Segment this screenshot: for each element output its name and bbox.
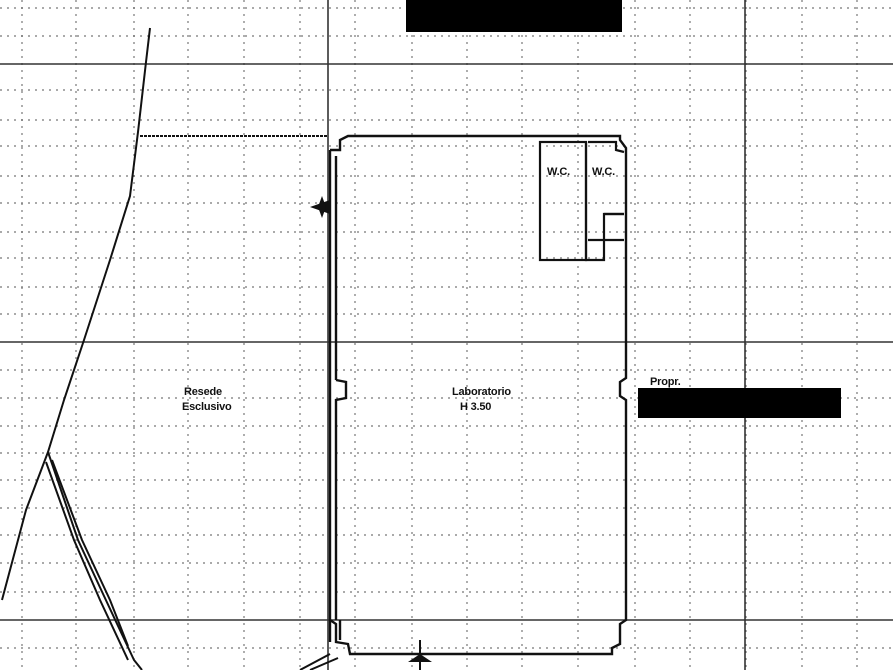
entrance-arrow-bottom-icon <box>408 640 432 670</box>
grid-vertical <box>21 0 858 670</box>
property-boundary <box>1 27 328 670</box>
laboratorio-height-label: H 3.50 <box>460 401 492 413</box>
resede-label-line1: Resede <box>184 386 222 398</box>
wc2-label: W.C. <box>592 166 616 178</box>
building-walls <box>328 134 628 656</box>
owner-redaction-bar <box>638 388 841 418</box>
wc-block <box>538 140 625 262</box>
neighbor-owner-label: Propr. <box>650 376 681 388</box>
entrance-arrow-left-icon <box>310 196 330 218</box>
laboratorio-label: Laboratorio <box>452 386 511 398</box>
wc1-label: W.C. <box>547 166 571 178</box>
top-redaction-bar <box>406 0 622 32</box>
resede-label-line2: Esclusivo <box>182 401 232 413</box>
grid-horizontal <box>0 7 893 649</box>
